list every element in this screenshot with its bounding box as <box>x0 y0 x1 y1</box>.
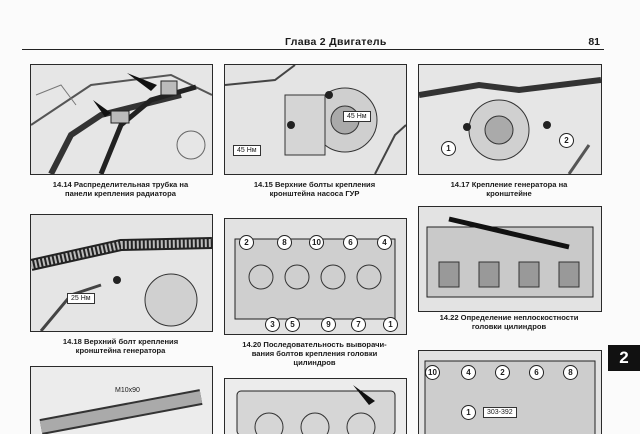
caption-14-18: 14.18 Верхний болт крепления кронштейна … <box>30 337 211 355</box>
figure-gasket-drawing <box>225 379 406 434</box>
figure-bolt: M10x90 <box>30 366 213 434</box>
caption-line: 14.15 Верхние болты крепления <box>253 180 376 189</box>
figure-14-18: 25 Нм <box>30 214 213 332</box>
figure-14-15-drawing <box>225 65 406 174</box>
caption-line: панели крепления радиатора <box>65 189 176 198</box>
caption-line: кронштейна генератора <box>75 346 166 355</box>
bolt-number: 10 <box>309 235 324 250</box>
bolt-number: 2 <box>495 365 510 380</box>
figure-14-18-drawing <box>31 215 212 331</box>
caption-line: кронштейне <box>486 189 532 198</box>
bolt-number: 5 <box>285 317 300 332</box>
caption-14-17: 14.17 Крепление генератора на кронштейне <box>418 180 600 198</box>
arrow-2 <box>127 73 157 91</box>
caption-14-22: 14.22 Определение неплоскостности головк… <box>418 313 600 331</box>
figure-bolt-drawing <box>31 367 212 434</box>
figure-head-sequence: 10 4 2 6 8 1 303-392 <box>418 350 602 434</box>
torque-label: 45 Нм <box>343 111 371 122</box>
caption-line: цилиндров <box>293 358 336 367</box>
caption-line: 14.18 Верхний болт крепления <box>62 337 179 346</box>
bolt-number: 9 <box>321 317 336 332</box>
figure-14-20: 2 8 10 6 4 3 5 9 7 1 <box>224 218 407 335</box>
bolt-number: 3 <box>265 317 280 332</box>
torque-label: 45 Нм <box>233 145 261 156</box>
caption-line: головки цилиндров <box>471 322 547 331</box>
figure-14-22 <box>418 206 602 312</box>
figure-14-22-drawing <box>419 207 601 311</box>
chapter-title: Глава 2 Двигатель <box>285 36 387 48</box>
callout-1: 1 <box>441 141 456 156</box>
figure-14-17: 1 2 <box>418 64 602 175</box>
figure-14-17-drawing <box>419 65 601 174</box>
torque-label: 25 Нм <box>67 293 95 304</box>
bolt-number: 6 <box>343 235 358 250</box>
caption-line: кронштейна насоса ГУР <box>269 189 360 198</box>
callout-2: 2 <box>559 133 574 148</box>
figure-14-15: 45 Нм 45 Нм <box>224 64 407 175</box>
bolt-label: M10x90 <box>115 387 140 394</box>
caption-line: 14.20 Последовательность выворачи- <box>242 340 387 349</box>
caption-line: 14.17 Крепление генератора на <box>450 180 568 189</box>
caption-line: 14.14 Распределительная трубка на <box>52 180 189 189</box>
caption-14-14: 14.14 Распределительная трубка на панели… <box>30 180 211 198</box>
figure-gasket <box>224 378 407 434</box>
bolt-number: 6 <box>529 365 544 380</box>
caption-14-15: 14.15 Верхние болты крепления кронштейна… <box>224 180 405 198</box>
part-label: 303-392 <box>483 407 517 418</box>
figure-14-14 <box>30 64 213 175</box>
bolt-number: 8 <box>277 235 292 250</box>
figure-14-20-drawing <box>225 219 406 334</box>
chapter-tab: 2 <box>608 345 640 371</box>
bolt-number: 1 <box>383 317 398 332</box>
caption-line: вания болтов крепления головки <box>251 349 378 358</box>
bolt-number: 2 <box>239 235 254 250</box>
bolt-number: 4 <box>461 365 476 380</box>
bolt-number: 8 <box>563 365 578 380</box>
page-header: Глава 2 Двигатель 81 <box>22 36 604 50</box>
caption-14-20: 14.20 Последовательность выворачи- вания… <box>224 340 405 367</box>
page-number: 81 <box>588 36 600 48</box>
bolt-number: 4 <box>377 235 392 250</box>
caption-line: 14.22 Определение неплоскостности <box>439 313 579 322</box>
figure-14-14-drawing <box>31 65 212 174</box>
arrow-1 <box>93 100 111 117</box>
bolt-number: 7 <box>351 317 366 332</box>
bolt-number: 10 <box>425 365 440 380</box>
bolt-number: 1 <box>461 405 476 420</box>
figure-head-sequence-drawing <box>419 351 601 434</box>
